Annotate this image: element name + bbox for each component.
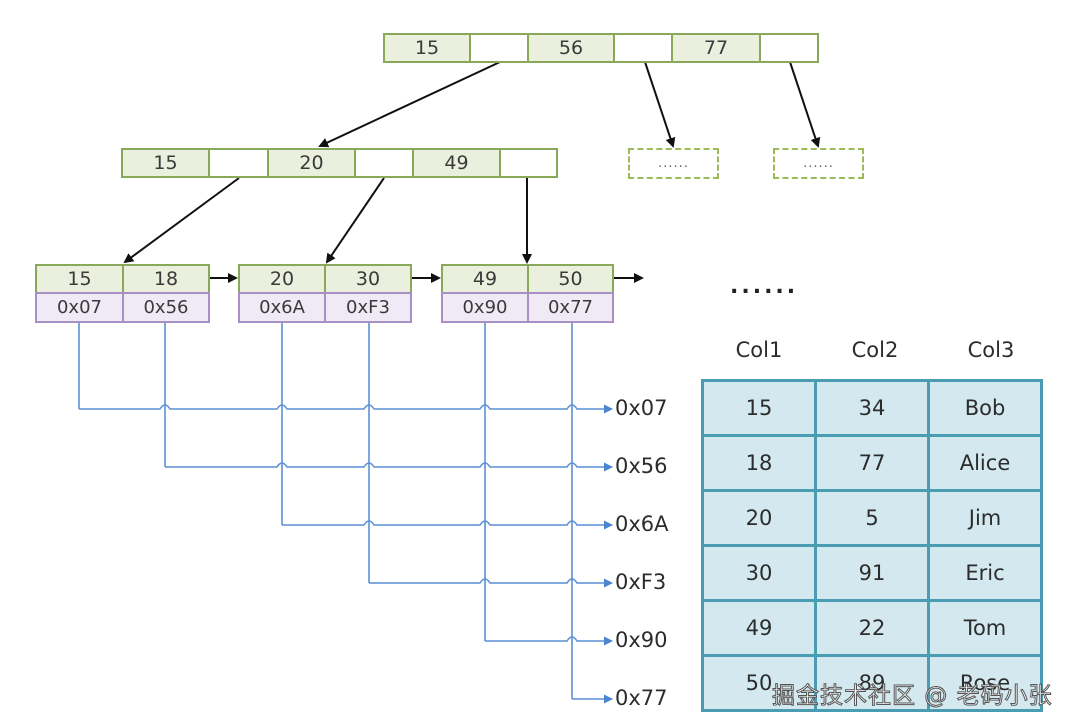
table-row: 30 91 Eric	[701, 544, 1043, 602]
table-row: 15 34 Bob	[701, 379, 1043, 437]
address-connector-horizontal	[282, 520, 613, 530]
root-pointer	[469, 33, 529, 63]
table-cell: 50	[701, 654, 817, 712]
arrow-root-to-placeholder-2	[789, 61, 821, 148]
table-cell: 91	[814, 544, 930, 602]
table-row: 18 77 Alice	[701, 434, 1043, 492]
data-table: 15 34 Bob 18 77 Alice 20 5 Jim 30 91	[701, 379, 1046, 712]
table-header: Col2	[851, 338, 899, 362]
leaf-address: 0x77	[527, 292, 614, 323]
address-connector-horizontal	[485, 636, 613, 646]
internal-pointer	[354, 148, 414, 178]
root-pointer	[759, 33, 819, 63]
arrow-root-to-placeholder-1	[644, 61, 676, 148]
table-row: 49 22 Tom	[701, 599, 1043, 657]
table-row: 20 5 Jim	[701, 489, 1043, 547]
address-connectors	[78, 323, 613, 704]
internal-key: 20	[267, 148, 356, 178]
address-label: 0xF3	[615, 570, 667, 594]
leaf-address: 0x6A	[238, 292, 326, 323]
table-cell: Jim	[927, 489, 1043, 547]
table-cell: 89	[814, 654, 930, 712]
table-cell: Rose	[927, 654, 1043, 712]
root-key: 15	[383, 33, 471, 63]
leaf-continuation: ......	[730, 274, 799, 299]
table-cell: Eric	[927, 544, 1043, 602]
arrow-root-to-internal	[318, 61, 501, 148]
watermark: 掘金技术社区 @ 老码小张	[772, 683, 1053, 710]
table-header: Col1	[735, 338, 783, 362]
placeholder-node: ......	[628, 148, 719, 179]
table-cell: 49	[701, 599, 817, 657]
table-cell: 30	[701, 544, 817, 602]
address-connector-horizontal	[165, 462, 613, 472]
leaf-key: 30	[324, 264, 412, 294]
address-label: 0x77	[615, 686, 668, 710]
leaf-key: 15	[35, 264, 124, 294]
address-connector-horizontal	[369, 578, 613, 588]
table-cell: 18	[701, 434, 817, 492]
address-label: 0x6A	[615, 512, 669, 536]
table-cell: 34	[814, 379, 930, 437]
leaf-key: 18	[122, 264, 210, 294]
internal-pointer	[208, 148, 269, 178]
address-label: 0x07	[615, 396, 668, 420]
address-connector-horizontal	[79, 404, 613, 414]
arrow-internal-to-leaf-2	[325, 177, 385, 264]
placeholder-node: ......	[773, 148, 864, 179]
table-cell: Bob	[927, 379, 1043, 437]
root-key: 56	[527, 33, 615, 63]
table-cell: Alice	[927, 434, 1043, 492]
table-cell: Tom	[927, 599, 1043, 657]
internal-key: 15	[121, 148, 210, 178]
internal-key: 49	[412, 148, 501, 178]
leaf-address: 0xF3	[324, 292, 412, 323]
root-pointer	[613, 33, 673, 63]
table-cell: 5	[814, 489, 930, 547]
leaf-key: 20	[238, 264, 326, 294]
leaf-key: 50	[527, 264, 614, 294]
table-row: 50 89 Rose	[701, 654, 1043, 712]
table-cell: 22	[814, 599, 930, 657]
table-cell: 15	[701, 379, 817, 437]
table-header: Col3	[967, 338, 1015, 362]
leaf-address: 0x90	[441, 292, 529, 323]
leaf-key: 49	[441, 264, 529, 294]
leaf-address: 0x07	[35, 292, 124, 323]
arrow-internal-to-leaf-1	[123, 177, 240, 264]
address-label: 0x90	[615, 628, 668, 652]
root-key: 77	[671, 33, 761, 63]
address-label: 0x56	[615, 454, 668, 478]
leaf-address: 0x56	[122, 292, 210, 323]
table-cell: 20	[701, 489, 817, 547]
internal-pointer	[499, 148, 558, 178]
table-cell: 77	[814, 434, 930, 492]
